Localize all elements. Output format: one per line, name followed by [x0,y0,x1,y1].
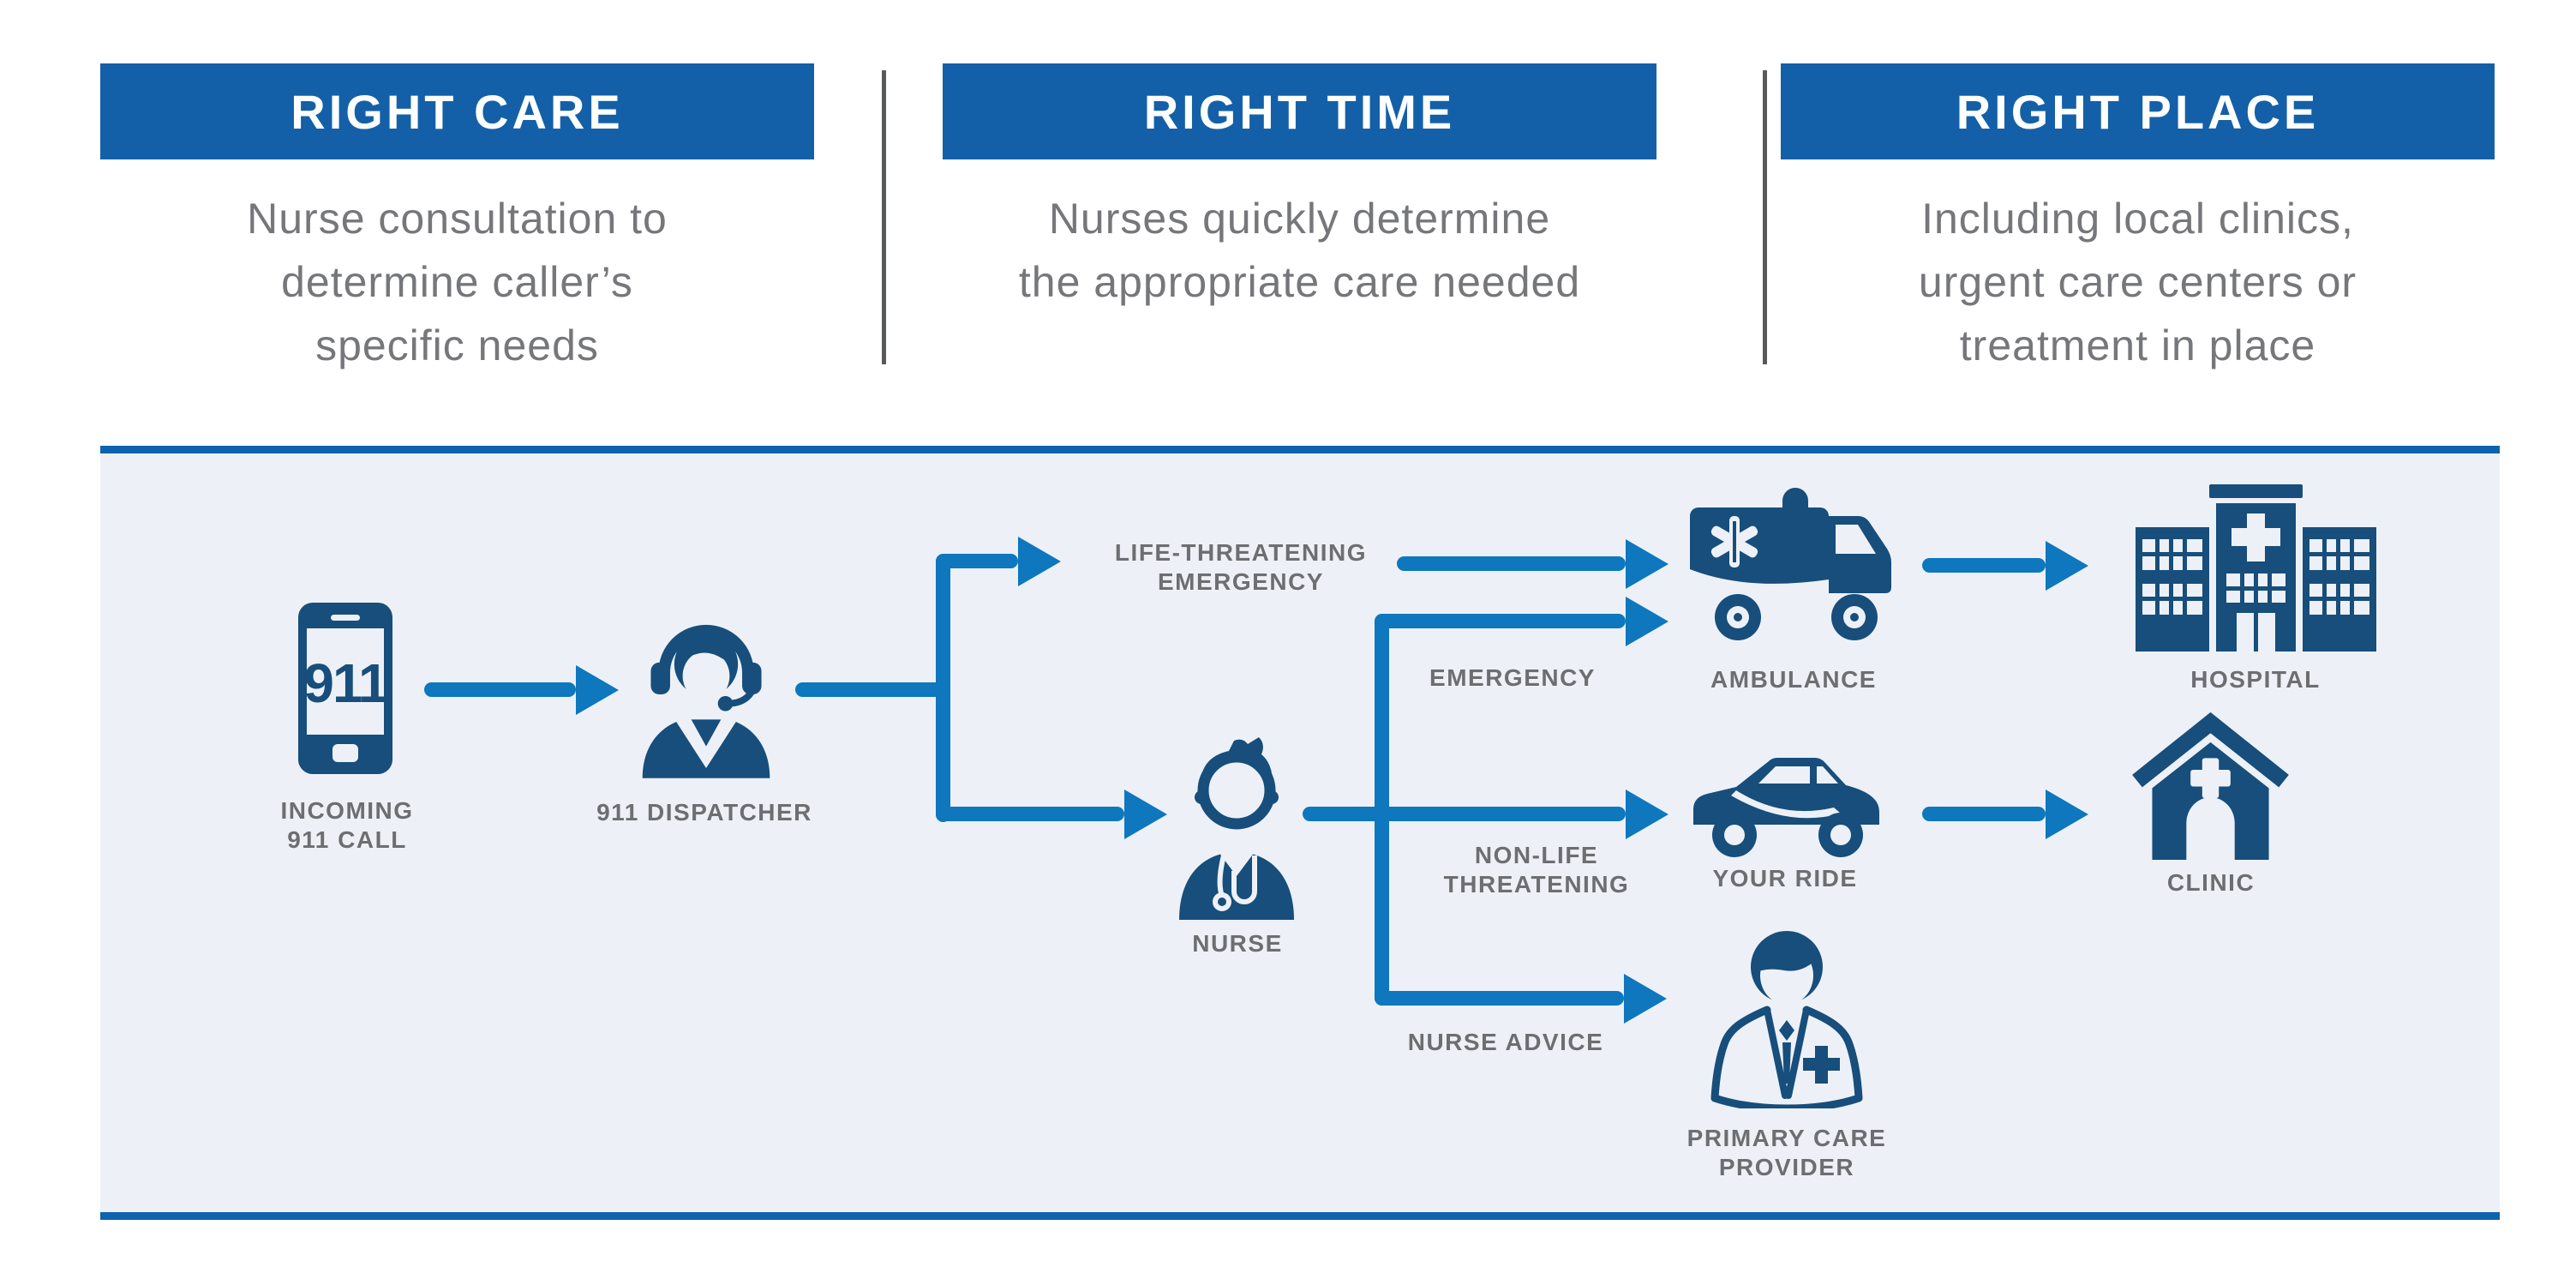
life-threatening-label: LIFE-THREATENING EMERGENCY [1114,539,1368,595]
phone-screen-text: 911 [303,652,387,714]
arrowhead-to-hospital [2046,541,2088,591]
connector-advice-to-pcp [1375,991,1624,1006]
connector-emergency-to-ambulance [1375,614,1626,628]
header-divider [882,70,886,364]
header-description-right-place: Including local clinics, urgent care cen… [1918,195,2357,369]
arrowhead-to-clinic [2046,790,2088,839]
connector-ride-to-clinic [1922,807,2046,821]
header-description-right-time: Nurses quickly determine the appropriate… [1018,195,1581,306]
nurse-label: NURSE [1192,930,1283,957]
connector-nonlife-to-ride [1375,807,1626,821]
connector-life-threatening-to-ambulance [1397,556,1626,571]
header-title: RIGHT TIME [1143,84,1456,139]
non-life-threatening-label: NON-LIFE THREATENING [1443,842,1630,898]
nurse-advice-label: NURSE ADVICE [1407,1029,1604,1055]
arrowhead-emergency [1626,597,1668,646]
clinic-icon [2125,710,2297,860]
split-vertical-line [936,555,950,822]
phone-911-icon: 911 [298,603,392,774]
header-title: RIGHT CARE [291,84,624,139]
clinic-label: CLINIC [2166,869,2255,896]
your-ride-label: YOUR RIDE [1712,865,1858,892]
arrowhead-nonlife [1626,790,1668,839]
arrowhead-to-nurse [1124,790,1167,839]
incoming-call-label: INCOMING 911 CALL [280,797,414,853]
emergency-label: EMERGENCY [1429,664,1596,691]
arrowhead-to-life-threatening [1018,537,1061,586]
connector-ambulance-to-hospital [1922,558,2046,573]
connector-nurse-to-branch [1303,807,1388,821]
header-bar-right-time: RIGHT TIME [943,63,1656,159]
arrowhead-to-ambulance-top [1626,539,1668,589]
header-title: RIGHT PLACE [1956,84,2320,139]
nurse-icon [1172,727,1301,920]
connector-dispatcher-to-split [795,682,943,697]
header-divider [1763,70,1767,364]
hospital-icon [2134,484,2378,652]
connector-split-to-life-threatening [936,554,1018,568]
header-bar-right-place: RIGHT PLACE [1781,63,2495,159]
primary-care-provider-label: PRIMARY CARE PROVIDER [1686,1125,1887,1180]
arrowhead-to-dispatcher [576,665,619,715]
header-description-right-care: Nurse consultation to determine caller’s… [247,195,668,369]
primary-care-provider-icon [1704,924,1871,1108]
ambulance-label: AMBULANCE [1710,666,1877,693]
arrowhead-nurse-advice [1624,974,1667,1024]
flowchart-panel [100,446,2500,1220]
car-icon [1686,756,1884,863]
dispatcher-icon [631,610,782,778]
header-bar-right-care: RIGHT CARE [100,63,814,159]
connector-split-to-nurse [936,807,1124,821]
dispatcher-label: 911 DISPATCHER [596,799,812,826]
connector-phone-to-dispatcher [424,682,576,697]
ambulance-icon [1686,487,1901,650]
hospital-label: HOSPITAL [2190,666,2321,693]
